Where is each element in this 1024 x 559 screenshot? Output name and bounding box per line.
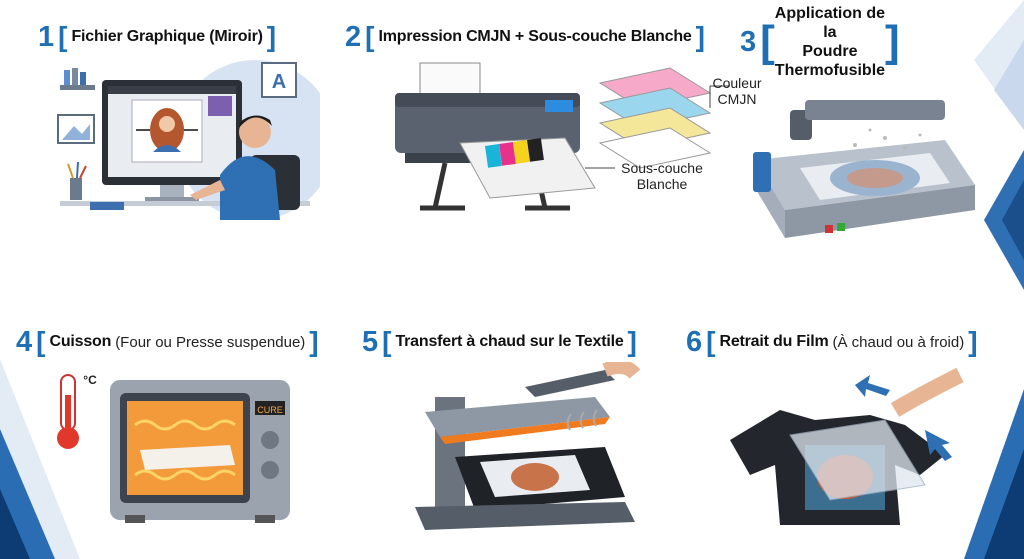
bracket-close: ] [885,17,900,66]
step-1-title: 1 [ Fichier Graphique (Miroir) ] [38,20,276,54]
step-title-text: Application de la Poudre Thermofusible [774,5,886,79]
step-5-title: 5 [ Transfert à chaud sur le Textile ] [362,325,637,359]
designer-workstation-illustration: A [57,60,320,220]
step-title-text: Fichier Graphique (Miroir) [71,28,263,45]
step-2-title: 2 [ Impression CMJN + Sous-couche Blanch… [345,20,705,54]
step-number: 3 [740,25,757,58]
heat-press-illustration [415,362,641,530]
bracket-close: ] [695,21,705,52]
step-number: 5 [362,325,379,358]
temperature-unit-label: °C [83,373,97,387]
step-title-text: Transfert à chaud sur le Textile [395,333,624,350]
white-underlayer-label: Sous-couche Blanche [621,160,703,192]
corner-decoration-right [984,150,1024,290]
dtf-printer-illustration [395,62,730,211]
bracket-open: [ [36,326,46,357]
curing-oven-illustration [57,374,290,523]
step-number: 4 [16,325,33,358]
bracket-close: ] [309,326,319,357]
bracket-close: ] [968,326,978,357]
svg-text:A: A [272,71,286,93]
film-peel-illustration [730,367,964,525]
bracket-open: [ [760,17,775,66]
step-subtitle-text: (À chaud ou à froid) [832,333,965,351]
step-title-text: Retrait du Film [719,333,829,350]
corner-decoration-bottom-left [0,359,80,559]
step-number: 1 [38,20,55,53]
step-title-text: Cuisson [49,333,112,350]
oven-display-label: CURE [257,405,283,415]
bracket-open: [ [706,326,716,357]
step-6-title: 6 [ Retrait du Film (À chaud ou à froid)… [686,325,978,359]
step-3-title: 3 [ Application de la Poudre Thermofusib… [740,5,900,79]
cmyk-layer-label: Couleur CMJN [712,75,762,107]
bracket-close: ] [627,326,637,357]
powder-shaker-illustration [753,100,975,238]
step-subtitle-text: (Four ou Presse suspendue) [115,333,306,351]
bracket-open: [ [382,326,392,357]
corner-decoration-bottom-right [964,389,1024,559]
step-title-text: Impression CMJN + Sous-couche Blanche [378,28,692,45]
step-4-title: 4 [ Cuisson (Four ou Presse suspendue) ] [16,325,319,359]
step-number: 6 [686,325,703,358]
corner-decoration-top-right [974,0,1024,130]
bracket-open: [ [58,21,68,52]
step-number: 2 [345,20,362,53]
bracket-open: [ [365,21,375,52]
bracket-close: ] [266,21,277,52]
